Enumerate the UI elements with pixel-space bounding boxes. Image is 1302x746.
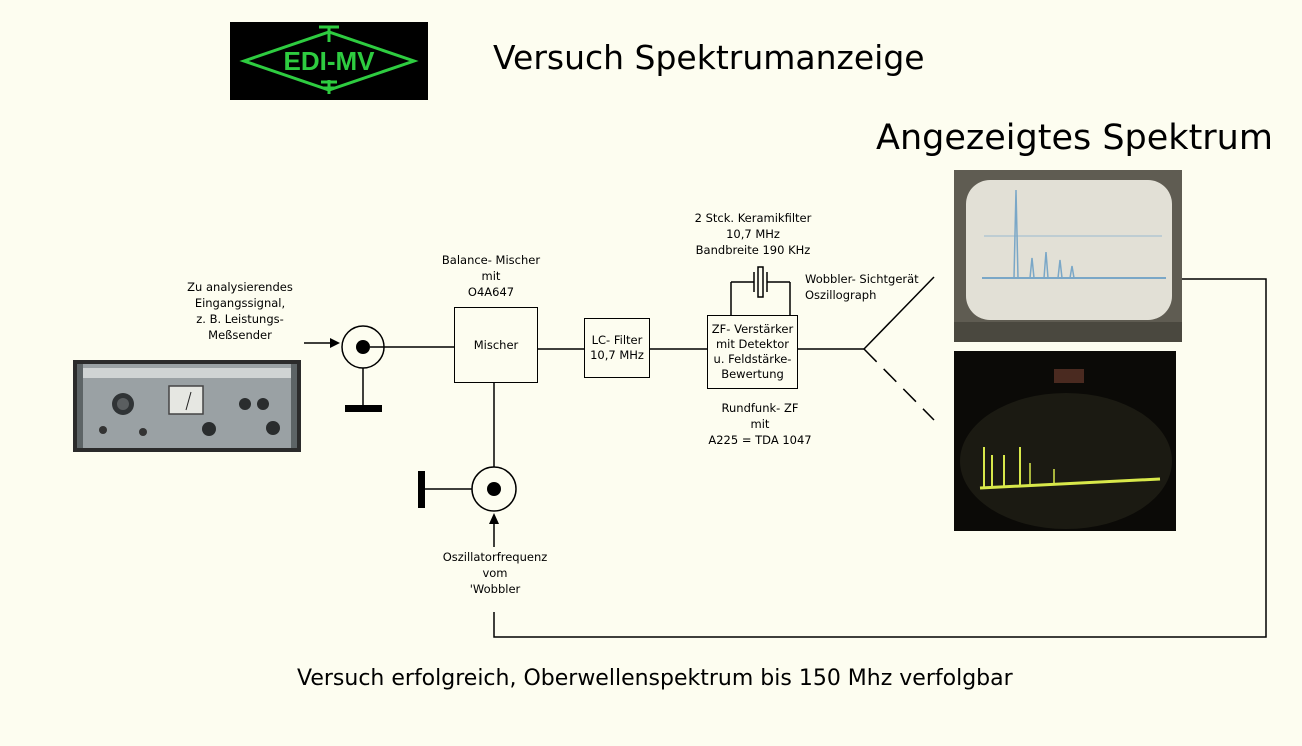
spectrum-photo-dark	[954, 351, 1176, 531]
logo-text: EDI-MV	[284, 46, 376, 76]
oscilloscope-label: Wobbler- Sichtgerät Oszillograph	[805, 272, 919, 302]
edi-mv-logo: EDI-MV	[230, 22, 428, 100]
page-title: Versuch Spektrumanzeige	[493, 38, 925, 77]
spectrum-photo-screen	[954, 170, 1182, 342]
signal-generator-photo	[73, 360, 301, 452]
if-description: Rundfunk- ZF mit A225 = TDA 1047	[708, 401, 812, 447]
oscillator-label: Oszillatorfrequenz vom 'Wobbler	[442, 550, 548, 596]
spectrum-heading: Angezeigtes Spektrum	[876, 118, 1273, 158]
input-signal-label: Zu analysierendes Eingangssignal, z. B. …	[187, 280, 293, 342]
result-caption: Versuch erfolgreich, Oberwellenspektrum …	[297, 666, 1013, 691]
mixer-description: Balance- Mischer mit O4A647	[441, 253, 541, 299]
mixer-block: Mischer	[454, 307, 538, 383]
ceramic-filter-description: 2 Stck. Keramikfilter 10,7 MHz Bandbreit…	[694, 211, 812, 257]
lc-filter-block: LC- Filter 10,7 MHz	[584, 318, 650, 378]
if-amplifier-block: ZF- Verstärker mit Detektor u. Feldstärk…	[707, 315, 798, 389]
